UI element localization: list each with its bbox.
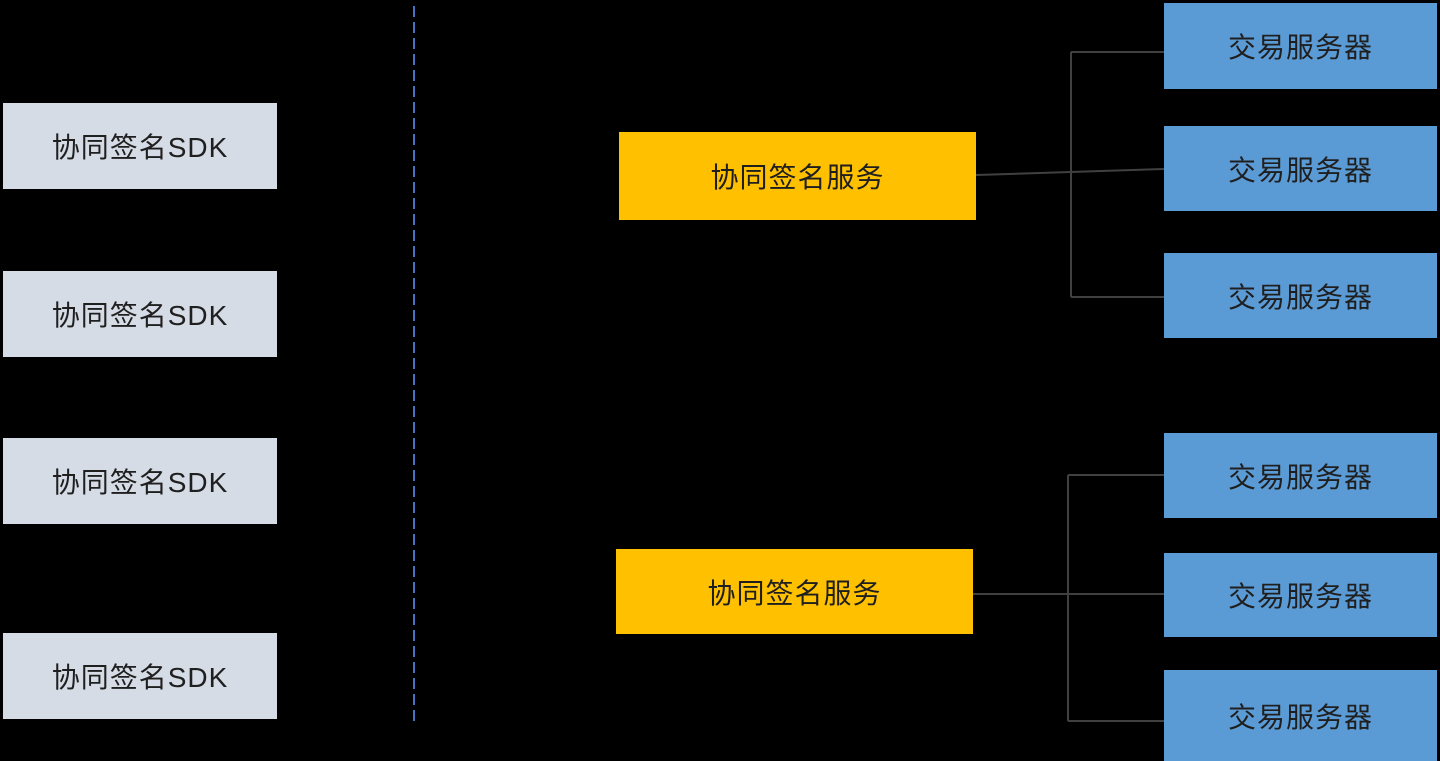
- connector-group-top: [975, 51, 1165, 298]
- sdk-box-1-label: 协同签名SDK: [51, 132, 229, 163]
- sdk-box-4-label: 协同签名SDK: [51, 662, 229, 693]
- server-box-4: 交易服务器: [1164, 433, 1437, 518]
- service-box-2: 协同签名服务: [616, 549, 973, 634]
- sdk-box-4: 协同签名SDK: [3, 633, 277, 719]
- server-box-2-label: 交易服务器: [1227, 154, 1373, 186]
- service-box-2-label: 协同签名服务: [707, 577, 882, 609]
- connector-top-middle: [975, 168, 1165, 176]
- sdk-box-3-label: 协同签名SDK: [51, 467, 229, 498]
- service-box-1-label: 协同签名服务: [710, 162, 885, 193]
- sdk-box-3: 协同签名SDK: [3, 438, 277, 524]
- server-box-6-label: 交易服务器: [1227, 701, 1373, 733]
- server-box-2: 交易服务器: [1164, 126, 1437, 211]
- server-box-3: 交易服务器: [1164, 253, 1437, 338]
- server-box-1-label: 交易服务器: [1227, 32, 1373, 63]
- service-box-1: 协同签名服务: [619, 132, 976, 220]
- server-box-5: 交易服务器: [1164, 553, 1437, 637]
- connector-group-bottom: [973, 474, 1164, 722]
- server-box-6: 交易服务器: [1164, 670, 1437, 761]
- server-box-5-label: 交易服务器: [1227, 581, 1373, 612]
- server-box-4-label: 交易服务器: [1227, 461, 1373, 493]
- server-box-1: 交易服务器: [1164, 3, 1437, 89]
- sdk-box-2-label: 协同签名SDK: [51, 300, 229, 331]
- sdk-box-1: 协同签名SDK: [3, 103, 277, 189]
- sdk-box-2: 协同签名SDK: [3, 271, 277, 357]
- server-box-3-label: 交易服务器: [1227, 281, 1373, 313]
